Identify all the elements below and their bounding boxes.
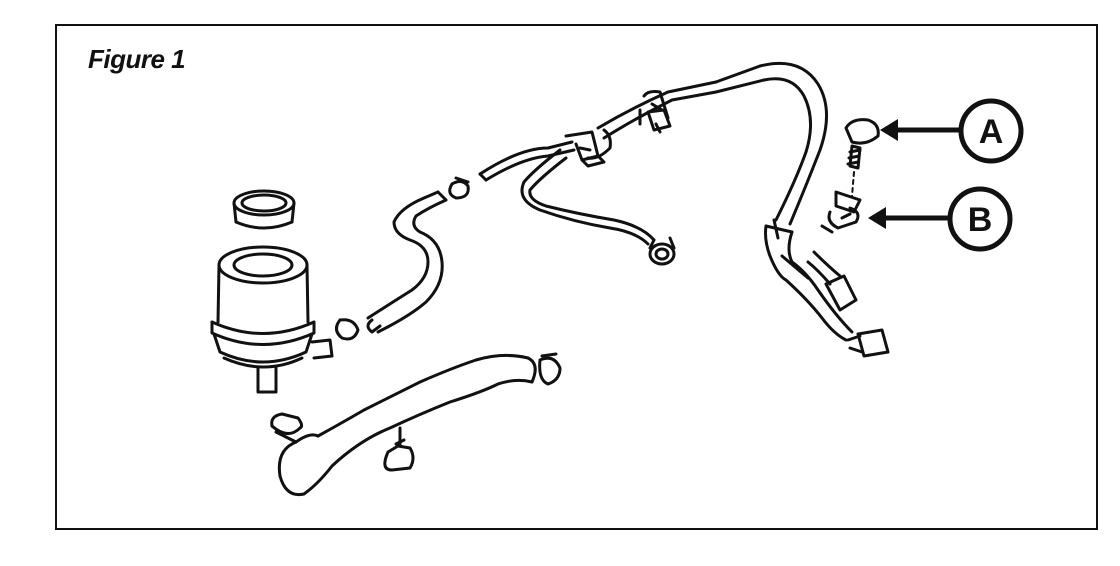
callout-b: B [868,186,1013,252]
branch-pipe [520,128,656,246]
hose-clamp-middle [335,318,360,341]
callout-a-circle [958,98,1024,164]
pipe-bracket-right [646,108,672,134]
arrow-left-icon [868,207,950,229]
hose-end-fitting-upper [806,250,858,312]
hose-clamp-lower-left [270,412,304,444]
arrow-left-icon [880,119,962,141]
hose-clamp-upper [448,176,470,200]
figure-title: Figure 1 [88,44,186,74]
figure-frame [55,24,1098,530]
hose-bracket-clip [820,190,862,234]
suction-hose [366,190,448,334]
hose-end-fitting-lower [846,328,890,358]
reservoir-cap [232,189,296,230]
callout-a: A [880,98,1024,164]
branch-fitting [648,236,676,266]
reservoir [210,245,334,394]
callout-b-circle [947,186,1013,252]
hose-clamp-lower-right [538,352,562,386]
bolt [844,118,880,197]
return-hose [277,353,537,497]
pressure-pipe [478,80,718,182]
hose-clip [383,426,415,472]
callout-b-letter: B [968,201,993,239]
high-pressure-hose [714,61,854,342]
callout-a-letter: A [979,113,1004,151]
